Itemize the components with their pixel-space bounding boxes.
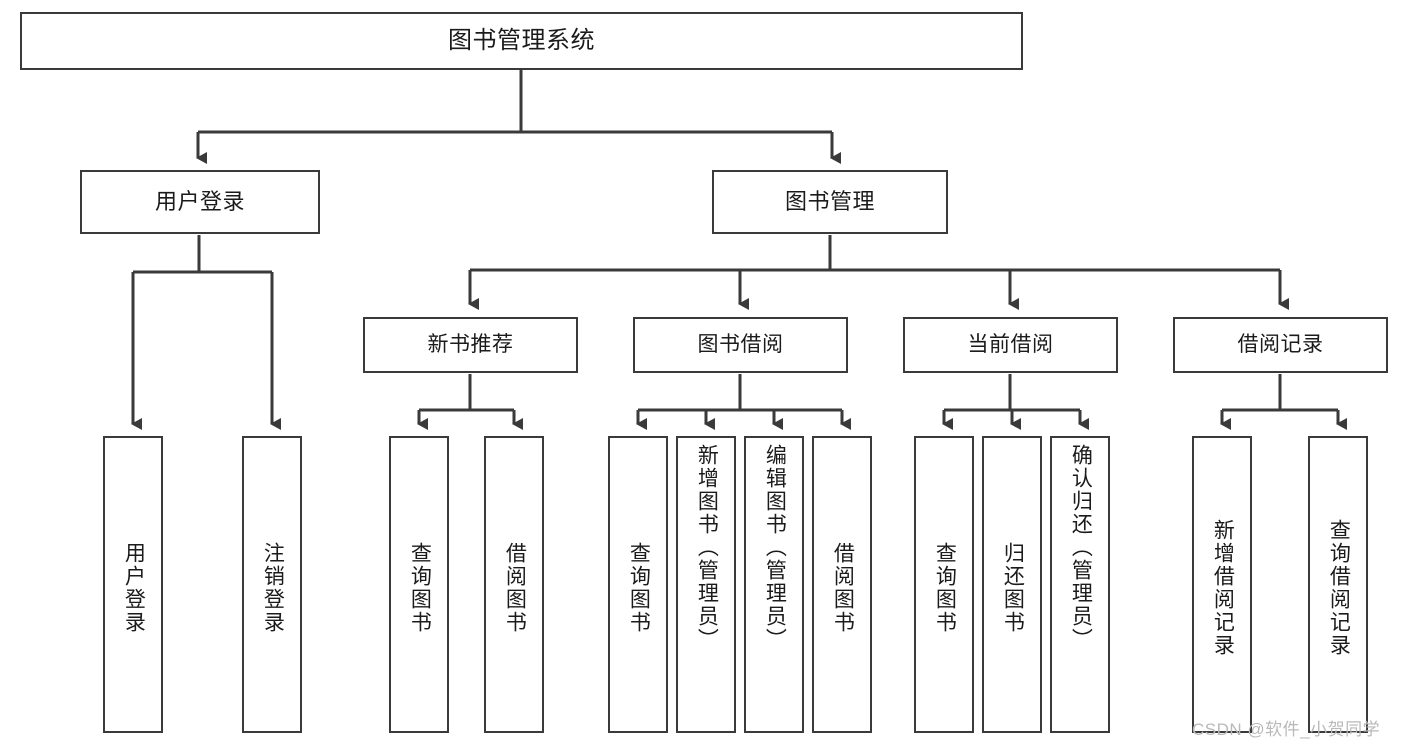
csdn-watermark: CSDN @软件_小贺同学 bbox=[1192, 720, 1381, 739]
node-book-borrow[interactable]: 图书借阅 bbox=[633, 317, 848, 373]
leaf-current-borrow-query-book[interactable]: 查询图书 bbox=[914, 436, 974, 733]
leaf-book-borrow-query-book[interactable]: 查询图书 bbox=[608, 436, 668, 733]
node-label: 当前借阅 bbox=[967, 332, 1054, 356]
node-label: 归还图书 bbox=[1001, 541, 1025, 634]
node-label: 注销登录 bbox=[261, 541, 285, 634]
leaf-book-borrow-edit-book-admin[interactable]: 编辑图书（管理员） bbox=[744, 436, 804, 733]
node-current-borrow[interactable]: 当前借阅 bbox=[903, 317, 1118, 373]
node-label: 编辑图书（管理员） bbox=[763, 444, 787, 651]
node-label: 用户登录 bbox=[122, 541, 146, 634]
leaf-book-borrow-borrow-book[interactable]: 借阅图书 bbox=[812, 436, 872, 733]
leaf-borrow-record-add-record[interactable]: 新增借阅记录 bbox=[1192, 436, 1252, 733]
leaf-book-borrow-add-book-admin[interactable]: 新增图书（管理员） bbox=[676, 436, 736, 733]
node-label: 借阅记录 bbox=[1237, 332, 1324, 356]
node-label: 查询图书 bbox=[627, 541, 651, 634]
node-label: 用户登录 bbox=[154, 189, 245, 215]
node-book-management-system[interactable]: 图书管理系统 bbox=[20, 12, 1023, 70]
node-label: 新增图书（管理员） bbox=[695, 444, 719, 651]
node-label: 查询借阅记录 bbox=[1327, 518, 1351, 657]
node-label: 确认归还（管理员） bbox=[1069, 444, 1093, 651]
node-label: 查询图书 bbox=[408, 541, 432, 634]
node-borrow-record[interactable]: 借阅记录 bbox=[1173, 317, 1388, 373]
node-book-management[interactable]: 图书管理 bbox=[712, 170, 948, 234]
leaf-new-book-borrow-book[interactable]: 借阅图书 bbox=[484, 436, 544, 733]
node-label: 借阅图书 bbox=[503, 541, 527, 634]
node-label: 新增借阅记录 bbox=[1211, 518, 1235, 657]
node-label: 借阅图书 bbox=[831, 541, 855, 634]
node-label: 新书推荐 bbox=[427, 332, 514, 356]
node-new-book-recommend[interactable]: 新书推荐 bbox=[363, 317, 578, 373]
node-label: 图书管理 bbox=[784, 189, 875, 215]
leaf-user-login-logout[interactable]: 注销登录 bbox=[242, 436, 302, 733]
leaf-new-book-query-book[interactable]: 查询图书 bbox=[389, 436, 449, 733]
node-label: 图书管理系统 bbox=[448, 27, 595, 55]
node-label: 查询图书 bbox=[933, 541, 957, 634]
leaf-user-login-login[interactable]: 用户登录 bbox=[103, 436, 163, 733]
leaf-borrow-record-query-record[interactable]: 查询借阅记录 bbox=[1308, 436, 1368, 733]
node-user-login[interactable]: 用户登录 bbox=[80, 170, 320, 234]
leaf-current-borrow-confirm-return-admin[interactable]: 确认归还（管理员） bbox=[1050, 436, 1110, 733]
leaf-current-borrow-return-book[interactable]: 归还图书 bbox=[982, 436, 1042, 733]
node-label: 图书借阅 bbox=[697, 332, 784, 356]
